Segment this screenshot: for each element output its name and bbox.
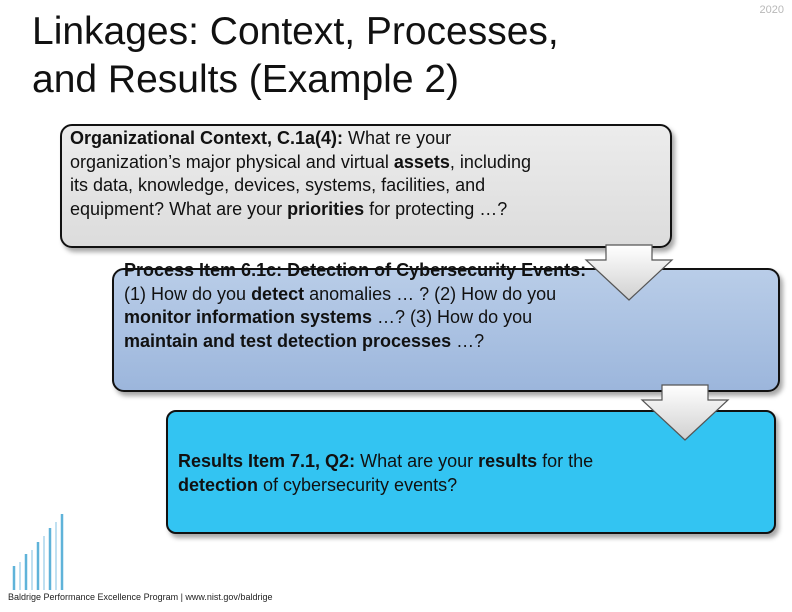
down-arrow-icon	[640, 384, 730, 441]
process-text-part: anomalies … ? (2) How do you	[304, 283, 557, 304]
results-text: Results Item 7.1, Q2: What are your resu…	[178, 450, 648, 497]
context-keyword: priorities	[287, 198, 365, 219]
process-box	[112, 268, 780, 392]
context-text-part: What re your organization’s major physic…	[70, 128, 452, 172]
title-line-1: Linkages: Context, Processes,	[32, 10, 559, 53]
process-text-part: …? (3) How do you	[372, 307, 533, 327]
context-text-part: for protecting …?	[364, 198, 508, 219]
context-text-part: , including its data, knowledge, devices…	[70, 151, 531, 219]
process-keyword: detect	[251, 283, 305, 304]
down-arrow-icon	[584, 244, 674, 301]
process-text-part: …?	[451, 330, 485, 351]
results-text-part: of cybersecurity events?	[258, 474, 458, 495]
context-box	[60, 124, 672, 248]
context-text: Organizational Context, C.1a(4): What re…	[70, 127, 540, 221]
results-text-part: for the	[537, 451, 594, 471]
process-keyword: maintain and test detection processes	[124, 330, 452, 351]
baldrige-logo-icon	[12, 514, 64, 590]
process-keyword: monitor information systems	[124, 307, 373, 327]
footer-text: Baldrige Performance Excellence Program …	[8, 592, 273, 602]
year-label: 2020	[759, 4, 784, 16]
results-text-part: What are your	[355, 451, 479, 471]
context-heading: Organizational Context, C.1a(4):	[70, 128, 344, 148]
results-heading: Results Item 7.1, Q2:	[178, 451, 356, 471]
process-heading: Process Item 6.1c: Detection of Cybersec…	[124, 260, 587, 280]
context-keyword: assets	[393, 151, 450, 172]
results-keyword: results	[478, 451, 538, 471]
process-text-part: (1) How do you	[124, 283, 252, 304]
results-keyword: detection	[178, 474, 259, 495]
title-line-2: and Results (Example 2)	[32, 58, 460, 101]
process-text: Process Item 6.1c: Detection of Cybersec…	[124, 259, 594, 353]
slide-title: Linkages: Context, Processes, and Result…	[32, 8, 722, 104]
